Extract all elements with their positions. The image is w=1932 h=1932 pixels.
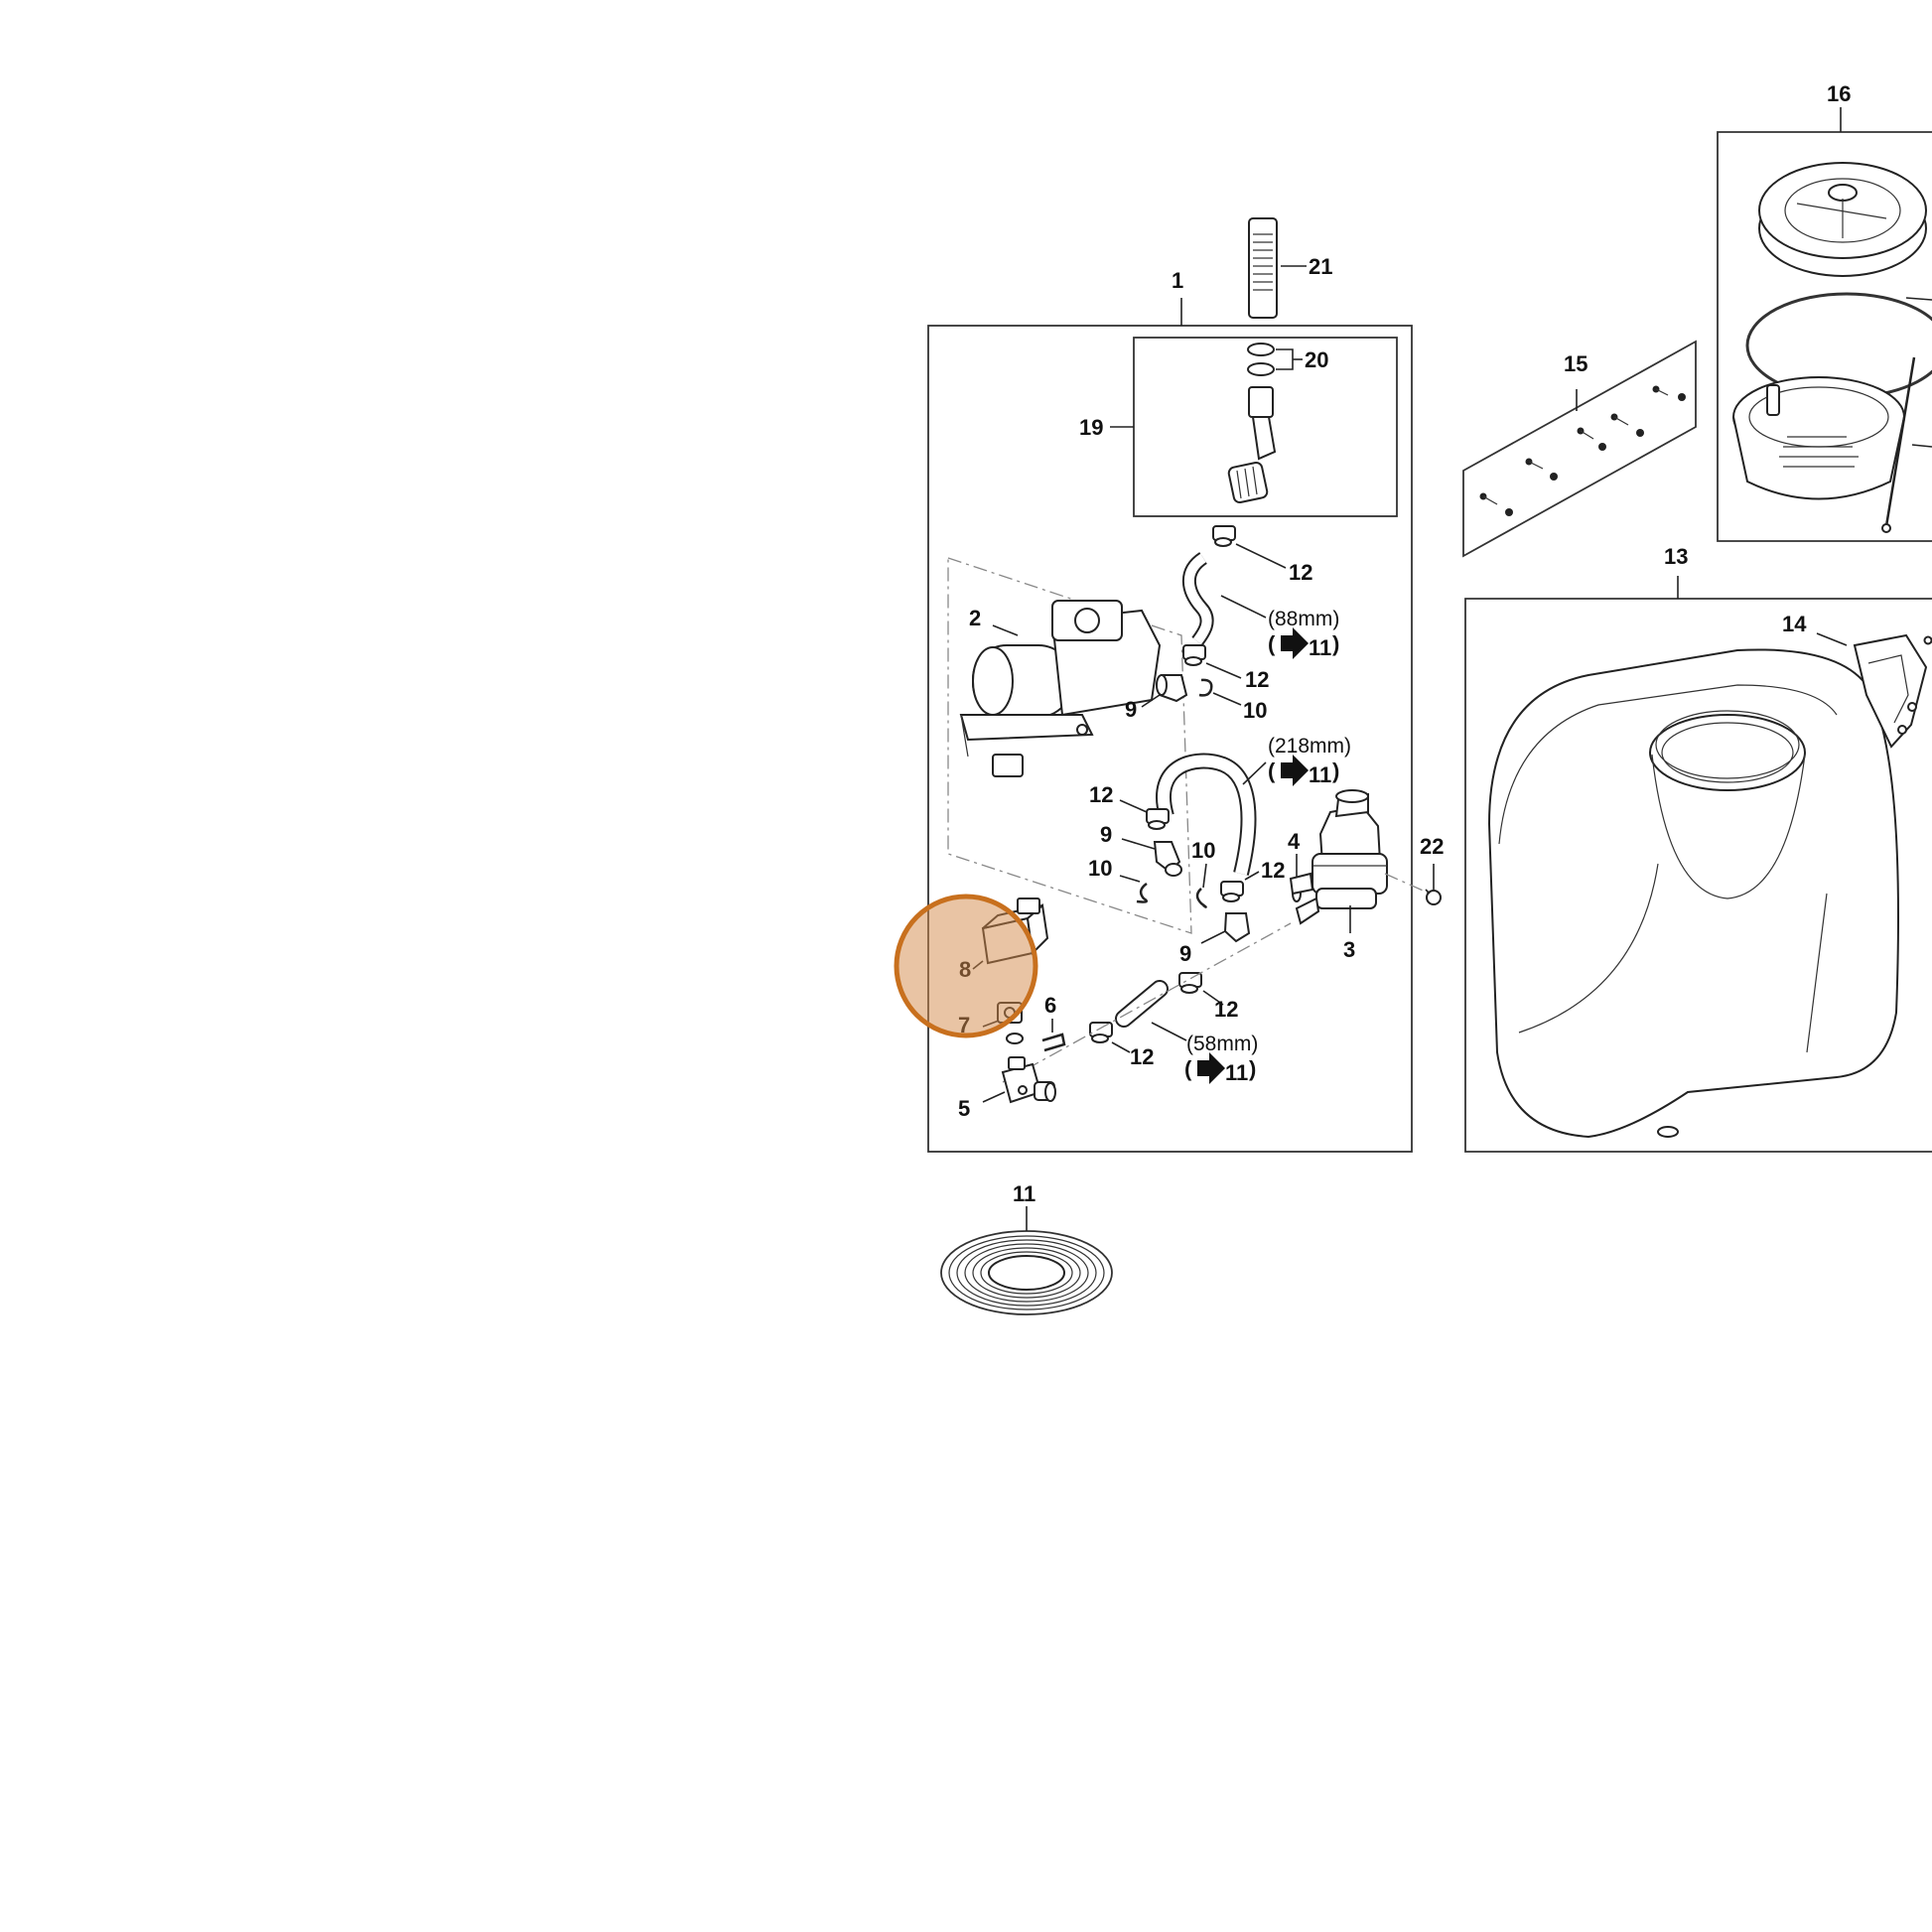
callout-9-b[interactable]: 9 — [1100, 822, 1112, 847]
callout-21[interactable]: 21 — [1309, 254, 1332, 279]
svg-text:11: 11 — [1225, 1060, 1248, 1085]
hose-note-58-ref: ( 11 ) — [1184, 1052, 1256, 1085]
clip-10-mid[interactable] — [1195, 888, 1207, 908]
elbow-9-top[interactable] — [1156, 674, 1188, 703]
callout-12-e[interactable]: 12 — [1214, 997, 1238, 1022]
svg-text:): ) — [1249, 1056, 1256, 1081]
svg-text:(: ( — [1268, 631, 1276, 656]
clamp-12-b[interactable] — [1182, 644, 1206, 666]
callout-3[interactable]: 3 — [1343, 937, 1355, 962]
hose-note-218-length: (218mm) — [1268, 735, 1351, 758]
part-2-pump-motor[interactable] — [959, 600, 1162, 777]
part-16-tank-lid[interactable] — [1758, 162, 1927, 277]
clamp-12-e[interactable] — [1178, 972, 1202, 994]
callout-20[interactable]: 20 — [1305, 347, 1328, 372]
clamp-12-c[interactable] — [1146, 808, 1170, 830]
part-15-screw-set[interactable] — [1462, 340, 1697, 558]
part-3-pump-head[interactable] — [1289, 789, 1388, 925]
svg-text:11: 11 — [1309, 635, 1331, 660]
clamp-12-d[interactable] — [1220, 881, 1244, 902]
part-22-screw[interactable] — [1425, 889, 1442, 905]
callout-12-a[interactable]: 12 — [1289, 560, 1312, 585]
callout-1[interactable]: 1 — [1172, 268, 1183, 293]
callout-12-b[interactable]: 12 — [1245, 667, 1269, 692]
strainer-basket[interactable] — [1732, 376, 1905, 500]
callout-2[interactable]: 2 — [969, 606, 981, 630]
callout-19[interactable]: 19 — [1079, 415, 1103, 440]
elbow-9-mid[interactable] — [1153, 841, 1182, 877]
svg-text:): ) — [1332, 759, 1339, 783]
clamp-12-f[interactable] — [1089, 1022, 1113, 1043]
callout-13[interactable]: 13 — [1664, 544, 1688, 569]
part-19-drive-gear[interactable] — [1227, 386, 1277, 504]
callout-10-a[interactable]: 10 — [1243, 698, 1267, 723]
callout-15[interactable]: 15 — [1564, 351, 1587, 376]
elbow-9-low[interactable] — [1223, 912, 1251, 943]
callout-11[interactable]: 11 — [1013, 1181, 1035, 1206]
hose-88mm[interactable] — [1181, 552, 1214, 646]
callout-5[interactable]: 5 — [958, 1096, 970, 1121]
assembly-frame-1: 1 — [927, 268, 1413, 1153]
callout-10-b[interactable]: 10 — [1088, 856, 1112, 881]
hose-58mm[interactable] — [1115, 980, 1169, 1028]
callout-12-f[interactable]: 12 — [1130, 1044, 1154, 1069]
callout-9-a[interactable]: 9 — [1125, 697, 1137, 722]
part-13-tank[interactable] — [1487, 648, 1899, 1139]
part-21-sleeve[interactable] — [1248, 217, 1278, 319]
clip-10-top[interactable] — [1198, 678, 1213, 697]
callout-12-c[interactable]: 12 — [1089, 782, 1113, 807]
callout-22[interactable]: 22 — [1420, 834, 1444, 859]
subassembly-box-13: 13 — [1464, 544, 1932, 1153]
hose-note-88-ref: ( 11 ) — [1268, 627, 1339, 660]
callout-10-c[interactable]: 10 — [1191, 838, 1215, 863]
callout-6[interactable]: 6 — [1044, 993, 1056, 1018]
subassembly-box-19: 19 — [1079, 337, 1398, 517]
hose-note-218-ref: ( 11 ) — [1268, 755, 1339, 787]
part-20-o-rings[interactable] — [1247, 343, 1275, 376]
callout-16[interactable]: 16 — [1827, 81, 1851, 106]
dipstick-rod[interactable] — [1881, 356, 1916, 533]
small-o-ring[interactable] — [1006, 1033, 1024, 1044]
subassembly-box-16: 16 — [1717, 81, 1932, 542]
part-14-bracket[interactable] — [1853, 633, 1932, 749]
callout-4[interactable]: 4 — [1288, 829, 1301, 854]
hose-218mm[interactable] — [1156, 753, 1257, 876]
part-5-valve[interactable] — [1001, 1056, 1056, 1104]
callout-12-d[interactable]: 12 — [1261, 858, 1285, 883]
callout-14[interactable]: 14 — [1782, 612, 1807, 636]
highlight-marker — [894, 894, 1038, 1038]
clip-10-left[interactable] — [1136, 882, 1149, 903]
hose-note-58-length: (58mm) — [1186, 1033, 1258, 1055]
svg-text:11: 11 — [1309, 762, 1331, 787]
hose-note-88-length: (88mm) — [1268, 608, 1339, 630]
part-6-clip[interactable] — [1041, 1033, 1066, 1052]
svg-text:): ) — [1332, 631, 1339, 656]
svg-text:(: ( — [1268, 759, 1276, 783]
callout-9-c[interactable]: 9 — [1179, 941, 1191, 966]
clamp-12-top[interactable] — [1212, 525, 1236, 547]
svg-text:(: ( — [1184, 1056, 1192, 1081]
part-11-hose-coil[interactable] — [940, 1230, 1113, 1315]
